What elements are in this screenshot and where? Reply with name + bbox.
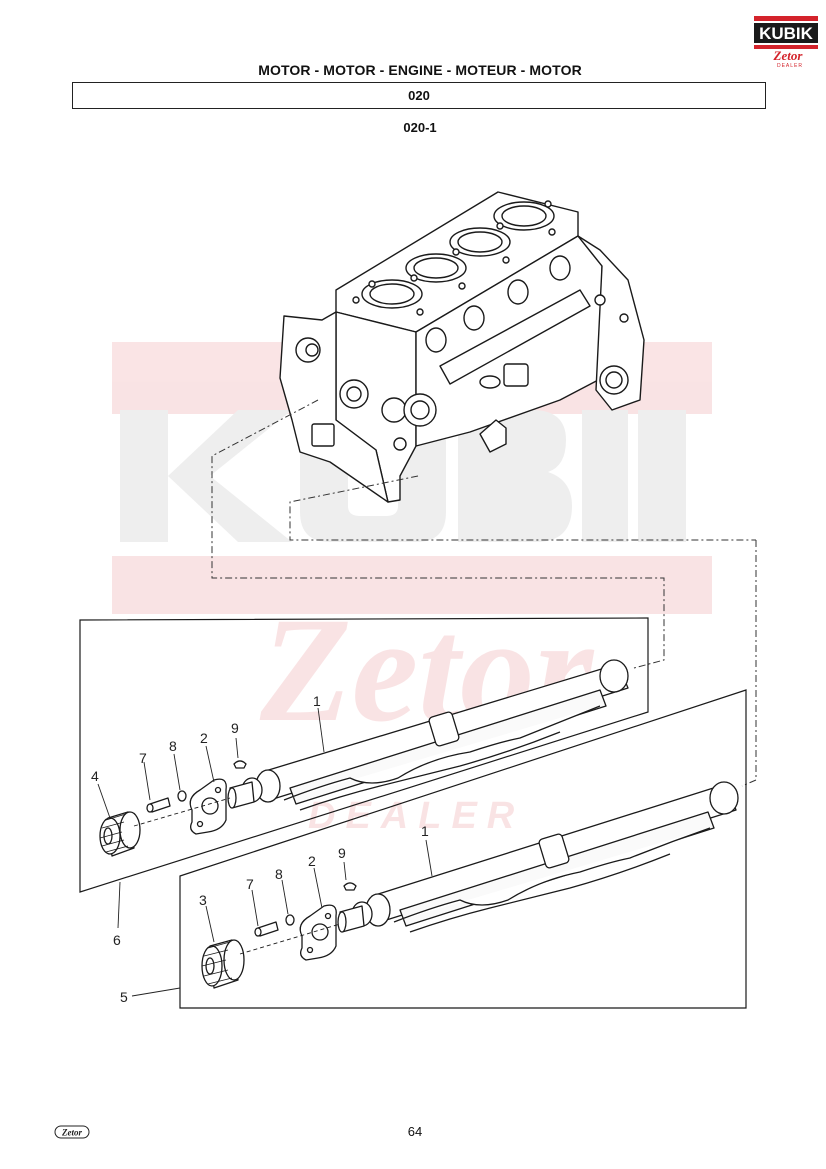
logo-zetor-text: Zetor — [773, 48, 804, 63]
callout-lower-7: 7 — [246, 876, 254, 892]
lower-camshaft — [201, 781, 739, 989]
callout-upper-2: 2 — [200, 730, 208, 746]
leader-lines — [211, 399, 757, 787]
callout-lower-9: 9 — [338, 845, 346, 861]
footer-logo-text: Zetor — [61, 1128, 82, 1138]
logo-dealer-text: DEALER — [777, 63, 803, 69]
callout-lower-3: 3 — [199, 892, 207, 908]
subsection-code: 020-1 — [403, 120, 437, 135]
page-title: MOTOR - MOTOR - ENGINE - MOTEUR - MOTOR — [258, 62, 582, 78]
section-code-box: 020 — [72, 82, 766, 109]
lower-assembly-frame — [179, 689, 747, 1009]
engine-block — [279, 191, 645, 503]
page-number: 64 — [407, 1124, 423, 1139]
callout-upper-1: 1 — [313, 693, 321, 709]
callout-lower-8: 8 — [275, 866, 283, 882]
callout-upper-9: 9 — [231, 720, 239, 736]
logo-kubik-text: KUBIK — [759, 24, 814, 43]
callout-upper-8: 8 — [169, 738, 177, 754]
callout-upper-6: 6 — [113, 932, 121, 948]
callout-lower-1: 1 — [421, 823, 429, 839]
upper-assembly-frame — [79, 617, 649, 893]
callout-leaders — [97, 707, 433, 997]
kubik-logo: KUBIK Zetor DEALER — [754, 16, 818, 69]
upper-camshaft — [99, 659, 629, 857]
zetor-footer-logo: Zetor — [54, 1125, 90, 1139]
callout-upper-4: 4 — [91, 768, 99, 784]
section-code: 020 — [408, 88, 430, 103]
callout-lower-2: 2 — [308, 853, 316, 869]
callout-upper-7: 7 — [139, 750, 147, 766]
callout-lower-5: 5 — [120, 989, 128, 1005]
watermark-dealer: DEALER — [308, 795, 524, 837]
